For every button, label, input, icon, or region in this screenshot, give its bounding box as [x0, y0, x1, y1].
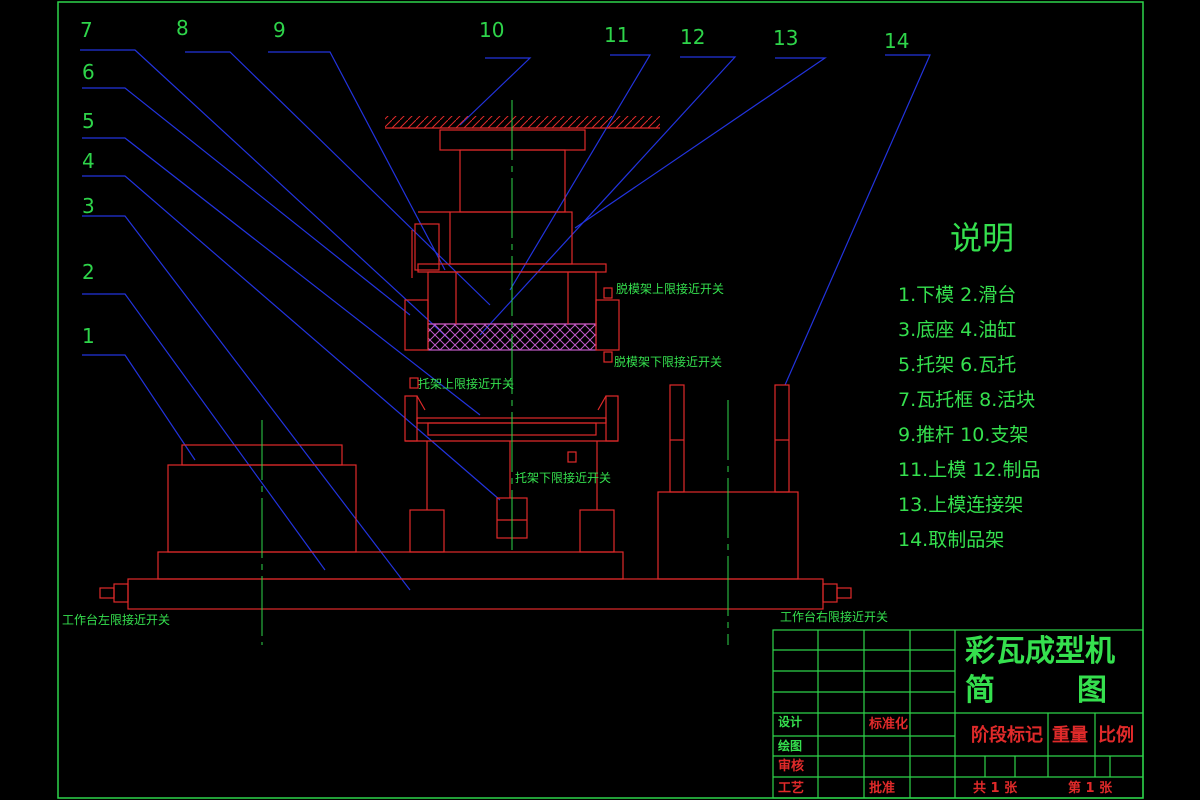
legend-row: 3.底座 4.油缸: [898, 319, 1017, 341]
label-demold-upper-switch: 脱模架上限接近开关: [616, 282, 725, 296]
tb-sheet-number: 第 1 张: [1068, 781, 1113, 796]
part-number-6: 6: [82, 60, 95, 84]
part-number-14: 14: [884, 29, 910, 53]
tb-drawing-label: 绘图: [778, 739, 803, 753]
legend-row: 5.托架 6.瓦托: [898, 354, 1017, 376]
part-number-8: 8: [176, 16, 189, 40]
label-bracket-upper-switch: 托架上限接近开关: [418, 377, 515, 391]
tb-standardization-label: 标准化: [869, 717, 909, 732]
tb-stage-mark: 阶段标记: [971, 725, 1043, 746]
legend-row: 13.上模连接架: [898, 494, 1024, 516]
machine-outline: [99, 116, 852, 610]
title-block-grid: [772, 629, 1144, 799]
legend-title: 说明: [950, 219, 1015, 257]
drawing-title-line2a: 简: [965, 673, 995, 708]
legend-row: 9.推杆 10.支架: [898, 424, 1029, 446]
legend-row: 1.下模 2.滑台: [898, 284, 1017, 306]
label-bracket-lower-switch: 托架下限接近开关: [515, 471, 612, 485]
tb-design-label: 设计: [778, 715, 803, 729]
legend-row: 11.上模 12.制品: [898, 459, 1041, 481]
center-lines: [261, 100, 729, 645]
part-number-4: 4: [82, 149, 95, 173]
label-demold-lower-switch: 脱模架下限接近开关: [614, 355, 723, 369]
legend-row: 7.瓦托框 8.活块: [898, 389, 1036, 411]
tb-review-label: 审核: [778, 759, 805, 774]
legend-row: 14.取制品架: [898, 529, 1005, 551]
leader-lines: [80, 49, 931, 591]
tb-weight: 重量: [1052, 725, 1088, 746]
part-number-7: 7: [80, 18, 93, 42]
part-number-1: 1: [82, 324, 95, 348]
part-number-11: 11: [604, 23, 630, 47]
tb-approve-label: 批准: [869, 781, 896, 796]
tb-process-label: 工艺: [778, 781, 805, 796]
part-number-9: 9: [273, 18, 286, 42]
part-number-12: 12: [680, 25, 706, 49]
tb-scale: 比例: [1098, 725, 1134, 746]
drawing-title-line2b: 图: [1077, 673, 1107, 708]
part-number-2: 2: [82, 260, 95, 284]
drawing-title-line1: 彩瓦成型机: [965, 634, 1115, 669]
tb-total-sheets: 共 1 张: [973, 781, 1018, 796]
part-number-13: 13: [773, 26, 799, 50]
drawing-border: [57, 1, 1144, 799]
part-number-3: 3: [82, 194, 95, 218]
part-number-10: 10: [479, 18, 505, 42]
label-table-left-switch: 工作台左限接近开关: [62, 613, 171, 627]
part-number-5: 5: [82, 109, 95, 133]
label-table-right-switch: 工作台右限接近开关: [780, 610, 889, 624]
